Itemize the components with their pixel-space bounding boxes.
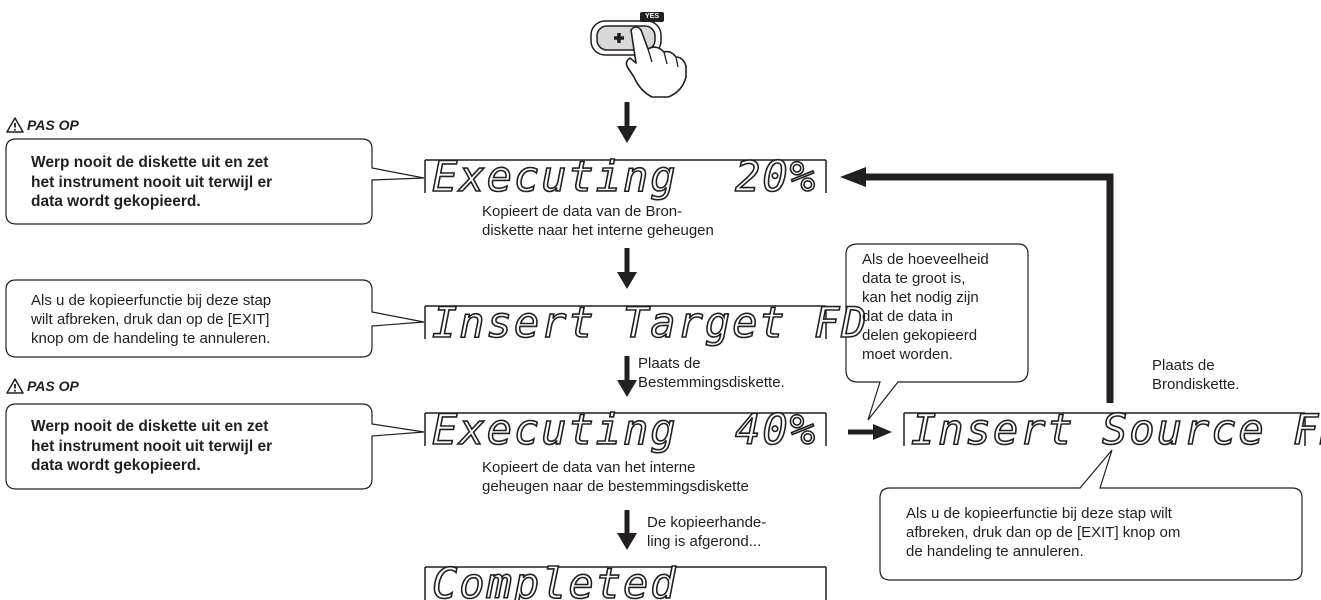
caution-text: PAS OP (27, 117, 79, 133)
caption-copy-to-memory: Kopieert de data van de Bron- diskette n… (482, 203, 714, 239)
flow-arrow-1 (617, 102, 637, 143)
caution-label-1: PAS OP (6, 117, 79, 133)
warning-triangle-icon (6, 378, 24, 394)
lcd-executing-20: Executing 20% (431, 152, 817, 201)
flow-arrow-4 (617, 510, 637, 550)
caution-text: PAS OP (27, 378, 79, 394)
flow-arrow-to-source (848, 424, 892, 440)
abort-callout-2: Als u de kopieerfunctie bij deze stap wi… (906, 505, 1181, 560)
lcd-text: Executing (431, 152, 678, 201)
caption-insert-target: Plaats de Bestemmingsdiskette. (638, 355, 785, 391)
warning-callout-1: Werp nooit de diskette uit en zet het in… (31, 154, 273, 210)
lcd-percent: 20% (734, 152, 817, 201)
warning-callout-2: Werp nooit de diskette uit en zet het in… (31, 418, 273, 474)
lcd-text: Executing (431, 405, 678, 454)
lcd-percent: 40% (734, 405, 817, 454)
caption-done: De kopieerhande- ling is afgerond... (647, 514, 767, 550)
lcd-text: Insert Source FD (910, 405, 1321, 454)
warning-triangle-icon (6, 117, 24, 133)
yes-badge: YES (640, 12, 664, 22)
yes-plus-button-illustration (590, 20, 687, 98)
return-loop-arrow (840, 167, 1114, 403)
lcd-insert-target: Insert Target FD (431, 301, 867, 345)
large-data-callout: Als de hoeveelheid data te groot is, kan… (862, 251, 989, 363)
caption-insert-source: Plaats de Brondiskette. (1152, 357, 1240, 393)
lcd-completed: Completed (431, 559, 817, 600)
lcd-frames (424, 159, 1306, 600)
flow-arrow-3 (617, 356, 637, 397)
lcd-executing-40: Executing 40% (431, 405, 817, 454)
abort-callout-1: Als u de kopieerfunctie bij deze stap wi… (31, 292, 272, 347)
callout-bubbles (5, 138, 1303, 581)
lcd-insert-source: Insert Source FD (910, 408, 1321, 452)
caption-copy-to-target: Kopieert de data van het interne geheuge… (482, 459, 749, 495)
caution-label-2: PAS OP (6, 378, 79, 394)
lcd-text: Completed (431, 559, 678, 600)
flow-arrow-2 (617, 248, 637, 289)
lcd-text: Insert Target FD (431, 298, 869, 347)
